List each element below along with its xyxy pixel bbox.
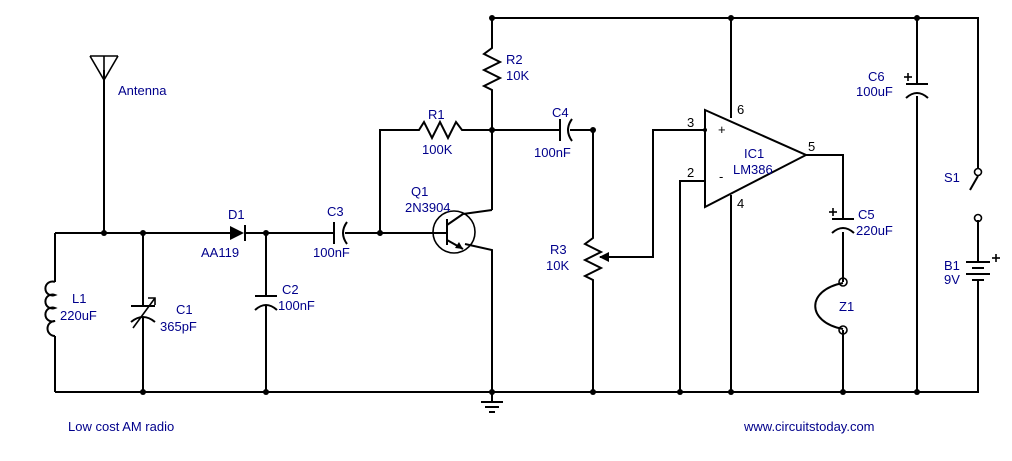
ic1-plus: + (718, 122, 726, 137)
c4-capacitor-symbol (559, 118, 573, 142)
d1-value: AA119 (201, 245, 239, 260)
s1-ref: S1 (944, 170, 960, 185)
ic1-minus: - (719, 169, 723, 184)
c4-ref: C4 (552, 105, 569, 120)
q1-ref: Q1 (411, 184, 428, 199)
r3-ref: R3 (550, 242, 567, 257)
r2-ref: R2 (506, 52, 523, 67)
ic1-pin5: 5 (808, 139, 815, 154)
b1-ref: B1 (944, 258, 960, 273)
c6-ref: C6 (868, 69, 885, 84)
r2-resistor-symbol (481, 42, 503, 96)
c5-capacitor-symbol (829, 208, 855, 234)
d1-diode-symbol (216, 225, 246, 241)
c6-capacitor-symbol (904, 73, 929, 99)
caption: Low cost AM radio (68, 419, 174, 434)
c3-value: 100nF (313, 245, 350, 260)
ic1-value: LM386 (733, 162, 773, 177)
q1-transistor-symbol (432, 209, 493, 254)
c2-ref: C2 (282, 282, 299, 297)
q1-value: 2N3904 (405, 200, 451, 215)
l1-value: 220uF (60, 308, 97, 323)
b1-battery-symbol (966, 254, 1000, 290)
z1-speaker-symbol (814, 277, 848, 335)
d1-ref: D1 (228, 207, 245, 222)
c2-capacitor-symbol (254, 295, 278, 311)
r1-ref: R1 (428, 107, 445, 122)
l1-ref: L1 (72, 291, 86, 306)
r3-potentiometer-symbol (582, 232, 618, 286)
c1-variable-capacitor-symbol (130, 297, 156, 329)
junction-dots (101, 15, 920, 395)
c4-value: 100nF (534, 145, 571, 160)
antenna-label: Antenna (118, 83, 167, 98)
c3-capacitor-symbol (333, 221, 348, 245)
ic1-pin4: 4 (737, 196, 744, 211)
l1-inductor-symbol (44, 280, 58, 337)
ic1-opamp-symbol (704, 108, 809, 209)
c5-value: 220uF (856, 223, 893, 238)
s1-switch-symbol (969, 167, 983, 223)
ic1-ref: IC1 (744, 146, 764, 161)
r2-value: 10K (506, 68, 529, 83)
c3-ref: C3 (327, 204, 344, 219)
r1-resistor-symbol (412, 119, 470, 141)
ic1-pin3: 3 (687, 115, 694, 130)
c6-value: 100uF (856, 84, 893, 99)
antenna-symbol (89, 55, 119, 81)
ic1-pin2: 2 (687, 165, 694, 180)
b1-value: 9V (944, 272, 960, 287)
z1-ref: Z1 (839, 299, 854, 314)
r3-value: 10K (546, 258, 569, 273)
ic1-pin6: 6 (737, 102, 744, 117)
website-link[interactable]: www.circuitstoday.com (743, 419, 875, 434)
ground-symbol (481, 392, 503, 413)
c2-value: 100nF (278, 298, 315, 313)
c1-value: 365pF (160, 319, 197, 334)
c5-ref: C5 (858, 207, 875, 222)
c1-ref: C1 (176, 302, 193, 317)
r1-value: 100K (422, 142, 453, 157)
